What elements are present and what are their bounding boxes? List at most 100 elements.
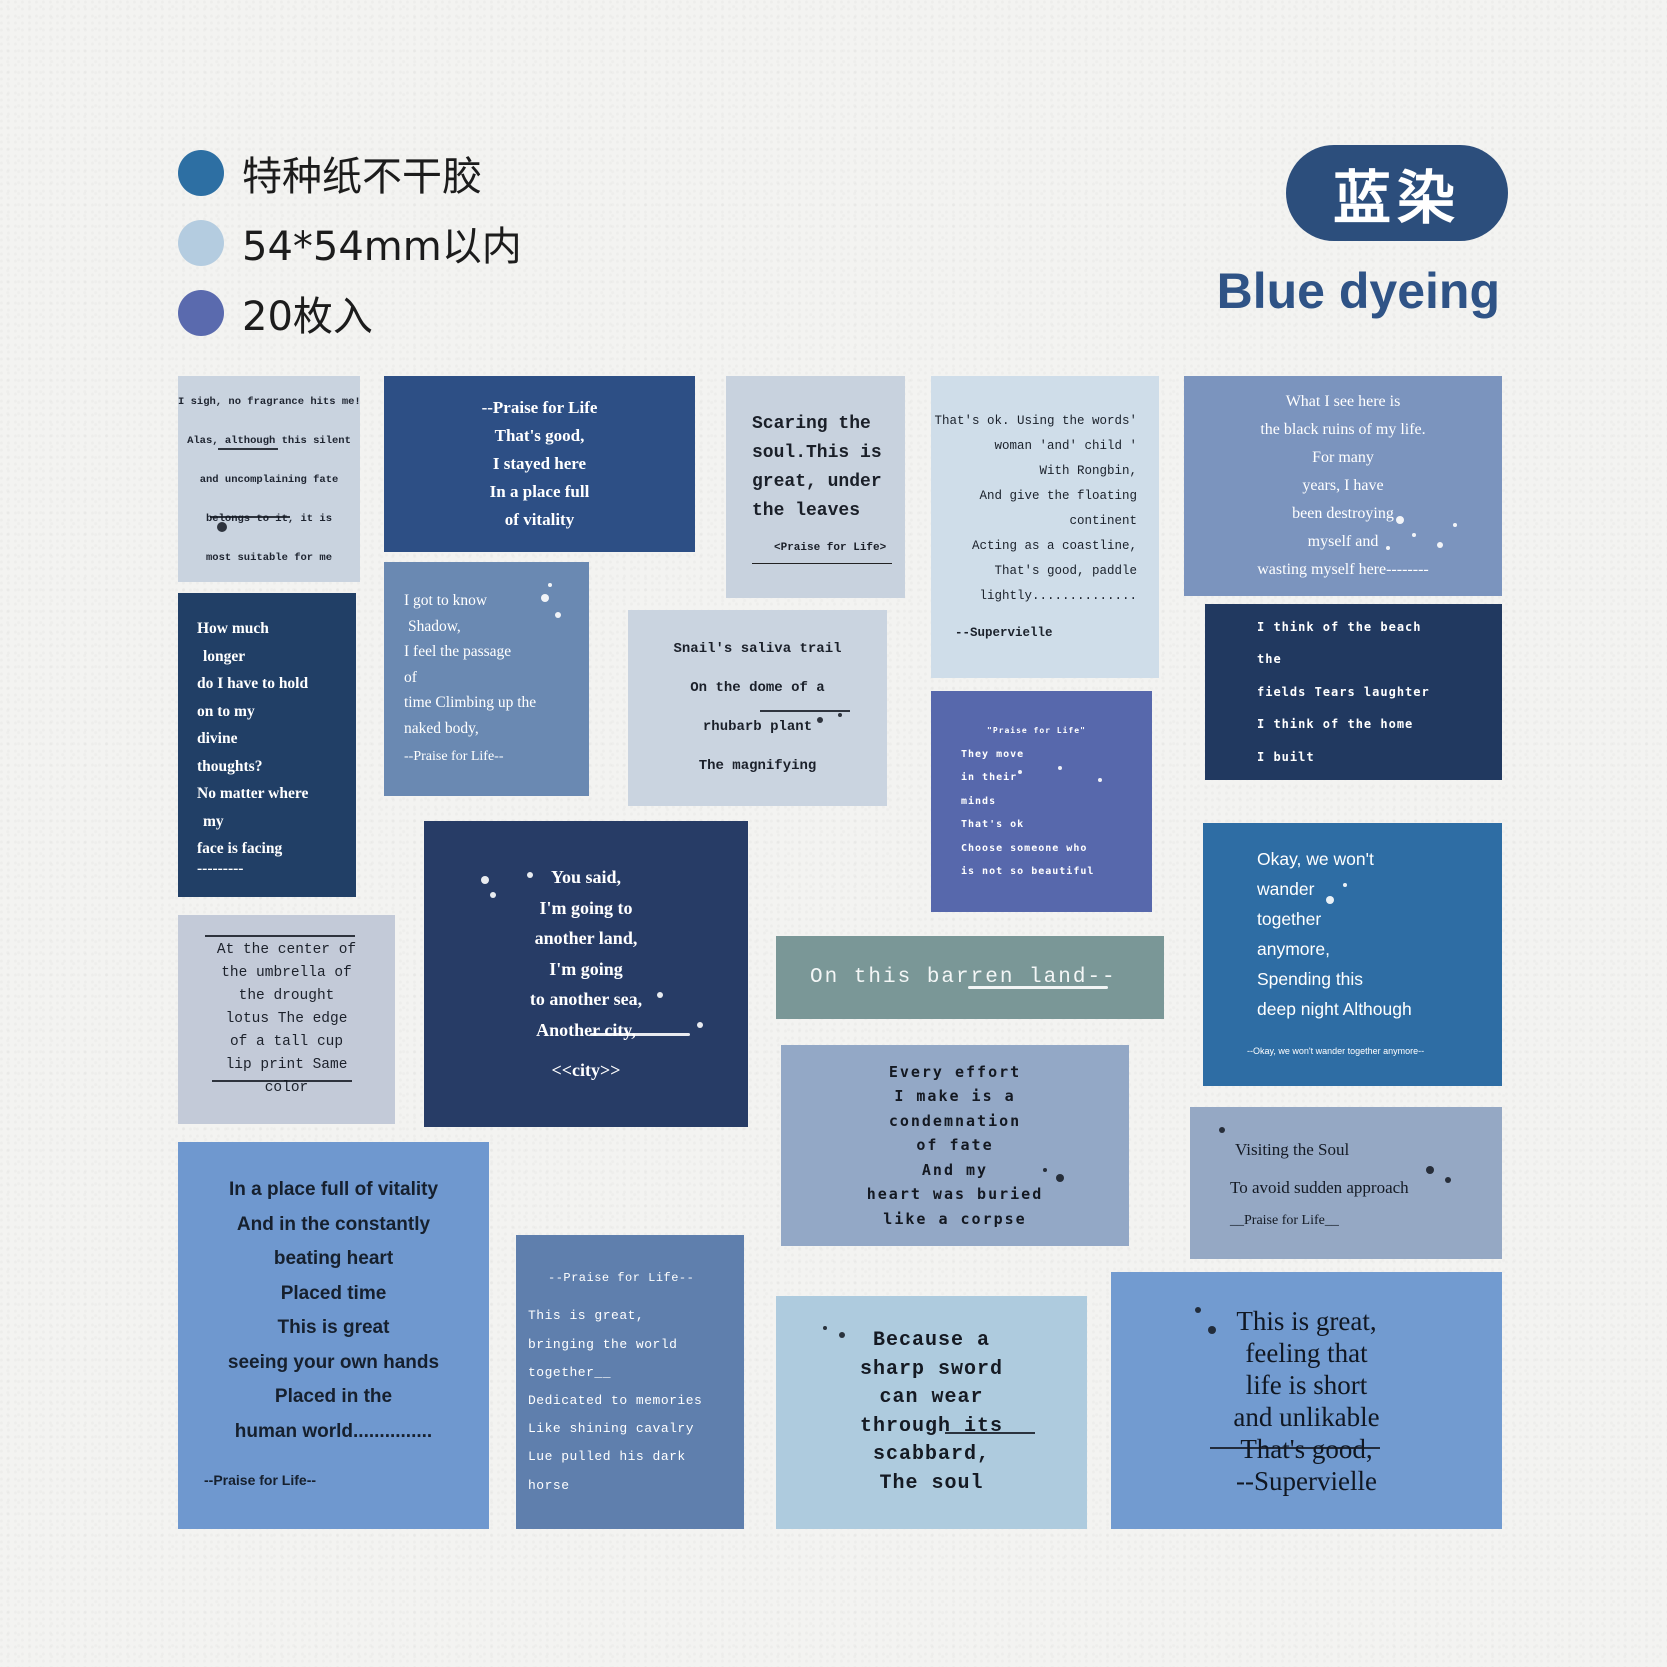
sticker-card-19: Because a sharp sword can wear through i… xyxy=(776,1296,1087,1529)
card-line: years, I have xyxy=(1302,477,1384,494)
card-line: my xyxy=(203,812,224,830)
card-line: I make is a xyxy=(894,1087,1016,1106)
card-line: I stayed here xyxy=(492,454,587,473)
card-line: on to my xyxy=(197,702,255,720)
card-line: together__ xyxy=(528,1364,612,1380)
title-badge: 蓝染 xyxy=(1286,145,1508,241)
card-line: Choose someone who xyxy=(961,842,1088,854)
card-line: How much xyxy=(197,620,269,638)
card-line: human world............... xyxy=(234,1420,433,1442)
sticker-card-5: What I see here is the black ruins of my… xyxy=(1184,376,1502,596)
card-line: That's good, paddle xyxy=(994,563,1137,578)
card-line: --Okay, we won't wander together anymore… xyxy=(1247,1045,1425,1056)
card-line: On this barren land-- xyxy=(810,965,1117,989)
card-line: This is great, xyxy=(1236,1305,1377,1336)
card-line: Placed time xyxy=(280,1282,387,1304)
card-line: naked body, xyxy=(404,719,479,737)
card-line: Dedicated to memories xyxy=(528,1393,703,1408)
card-line: On the dome of a xyxy=(690,680,825,696)
card-line: And give the floating xyxy=(979,488,1137,503)
card-line: continent xyxy=(1069,513,1137,528)
card-line: longer xyxy=(203,647,246,665)
card-line: "Praise for Life" xyxy=(987,726,1086,736)
card-line: Placed in the xyxy=(274,1386,393,1408)
card-line: of vitality xyxy=(504,510,575,529)
card-line: is not so beautiful xyxy=(961,866,1095,878)
legend-dot-dark-blue xyxy=(178,150,224,196)
card-line: do I have to hold xyxy=(197,675,309,693)
card-line: I sigh, no fragrance hits me! xyxy=(178,395,360,408)
card-line: __Praise for Life__ xyxy=(1230,1213,1339,1228)
card-line: I think of the beach xyxy=(1257,619,1422,634)
card-line: That's ok xyxy=(961,819,1025,831)
card-line: the leaves xyxy=(752,501,861,521)
card-line: lotus The edge xyxy=(225,1011,348,1027)
card-line: soul.This is xyxy=(752,443,882,463)
legend-row-material: 特种纸不干胶 xyxy=(178,138,522,208)
card-line: --Supervielle xyxy=(1236,1465,1377,1496)
card-line: This is great xyxy=(277,1317,390,1339)
card-line: the drought xyxy=(238,988,335,1004)
card-line: For many xyxy=(1312,449,1374,466)
card-line: --Praise for Life-- xyxy=(404,749,504,765)
card-line: And my xyxy=(921,1160,989,1179)
card-line: life is short xyxy=(1245,1369,1368,1400)
card-line: --Praise for Life xyxy=(481,398,598,417)
sticker-card-10: "Praise for Life" They move in their min… xyxy=(931,691,1152,912)
card-line: <<city>> xyxy=(551,1060,621,1081)
card-line: time Climbing up the xyxy=(404,694,537,712)
card-line: Alas, although this silent xyxy=(187,434,351,447)
card-line: through its xyxy=(859,1414,1004,1438)
card-line: belongs to it, it is xyxy=(205,512,333,525)
card-line: been destroying xyxy=(1292,505,1394,522)
legend-dot-light-blue xyxy=(178,220,224,266)
card-line: I'm going xyxy=(549,958,623,979)
sticker-card-18: --Praise for Life-- This is great, bring… xyxy=(516,1235,744,1529)
card-line: In a place full of vitality xyxy=(228,1179,439,1201)
card-line: That's good, xyxy=(494,426,585,445)
card-line: together xyxy=(1257,908,1322,929)
sticker-card-11: At the center of the umbrella of the dro… xyxy=(178,915,395,1124)
legend-material-text: 特种纸不干胶 xyxy=(242,154,482,200)
card-line: the xyxy=(1257,652,1282,667)
card-line: another land, xyxy=(534,928,638,949)
card-line: myself and xyxy=(1307,533,1379,550)
sticker-card-12: You said, I'm going to another land, I'm… xyxy=(424,821,748,1127)
card-line: wasting myself here-------- xyxy=(1257,561,1429,578)
card-line: I'm going to xyxy=(539,897,633,918)
card-line: feeling that xyxy=(1245,1337,1368,1368)
card-line: to another sea, xyxy=(529,989,643,1010)
card-line: I think of the home xyxy=(1257,717,1414,732)
card-line: That's good, xyxy=(1240,1433,1373,1464)
card-line: In a place full xyxy=(489,482,590,501)
card-line: the umbrella of xyxy=(221,965,352,981)
sticker-card-9: I think of the beach the fields Tears la… xyxy=(1205,604,1502,780)
card-line: Acting as a coastline, xyxy=(971,538,1137,553)
card-line: face is facing xyxy=(197,840,283,858)
card-line: color xyxy=(264,1080,309,1096)
card-line: woman 'and' child ' xyxy=(994,438,1137,453)
card-line: Scaring the xyxy=(752,414,871,434)
legend: 特种纸不干胶 54*54mm以内 20枚入 xyxy=(178,138,522,348)
card-line: No matter where xyxy=(197,785,309,803)
sticker-card-14: Okay, we won't wander together anymore, … xyxy=(1203,823,1502,1086)
card-line: horse xyxy=(528,1477,570,1493)
card-line: --Praise for Life-- xyxy=(548,1271,695,1286)
card-line: thoughts? xyxy=(197,757,263,775)
card-line: That's ok. Using the words' xyxy=(934,413,1137,428)
card-line: I feel the passage xyxy=(404,643,512,661)
card-line: condemnation xyxy=(888,1111,1022,1130)
card-line: like a corpse xyxy=(883,1209,1027,1228)
card-line: With Rongbin, xyxy=(1039,463,1137,478)
card-line: The soul xyxy=(879,1471,984,1495)
card-line: the black ruins of my life. xyxy=(1260,421,1426,438)
card-line: Like shining cavalry xyxy=(528,1421,695,1437)
card-line: seeing your own hands xyxy=(227,1351,440,1373)
sticker-card-1: I sigh, no fragrance hits me! Alas, alth… xyxy=(178,376,360,582)
legend-row-count: 20枚入 xyxy=(178,278,522,348)
card-line: Shadow, xyxy=(408,617,461,635)
card-line: anymore, xyxy=(1257,938,1330,959)
sticker-card-15: Every effort I make is a condemnation of… xyxy=(781,1045,1129,1246)
card-line: Because a xyxy=(872,1329,991,1352)
card-line: can wear xyxy=(879,1386,984,1409)
